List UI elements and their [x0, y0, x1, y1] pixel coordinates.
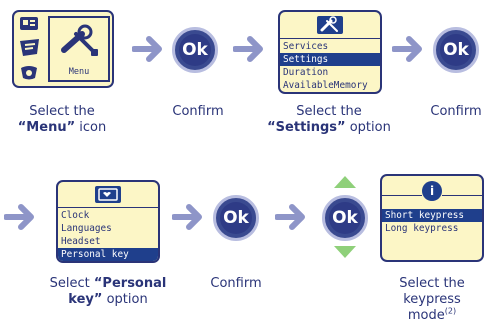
confirm-caption: Confirm	[210, 276, 262, 291]
arrow-right-icon	[275, 204, 305, 230]
step1-caption: Select the “Menu” icon	[8, 104, 116, 136]
phonebook-icon	[17, 14, 43, 34]
list-item-selected[interactable]: Short keypress	[382, 209, 482, 222]
ok-label: Ok	[329, 202, 361, 234]
caption-bold: “Menu”	[17, 120, 76, 135]
caption-mode: mode	[407, 308, 445, 323]
caption-line: mode(2)	[384, 306, 480, 324]
title-divider	[442, 195, 482, 196]
caption-pre: Select	[49, 276, 94, 291]
messages-icon	[17, 37, 43, 59]
ok-button[interactable]: Ok	[433, 27, 479, 73]
caption-rest: option	[102, 292, 148, 307]
caption-bold: “Settings”	[267, 120, 346, 135]
ok-label: Ok	[220, 202, 252, 234]
step2-caption: Select the “Settings” option	[264, 104, 394, 136]
ok-navigation-button[interactable]: Ok	[322, 195, 368, 241]
menu-icon-column	[14, 12, 48, 86]
caption-line: “Settings” option	[264, 120, 394, 136]
list-item-selected[interactable]: Personal key	[58, 248, 158, 261]
list-item[interactable]: Languages	[61, 223, 112, 234]
caption-line: Select the	[399, 276, 465, 291]
nav-up-arrow-icon[interactable]	[332, 174, 358, 190]
caption-line: Select the	[29, 104, 95, 119]
arrow-right-icon	[172, 204, 202, 230]
menu-tile: Menu	[48, 16, 110, 82]
settings-menu-screen: Clock Languages Headset Personal key	[56, 180, 160, 263]
options-list: Clock Languages Headset Personal key	[58, 209, 158, 261]
calls-icon	[17, 62, 43, 84]
caption-line: “Menu” icon	[8, 120, 116, 136]
caption-line: Select “Personal	[46, 276, 170, 292]
services-menu-screen: Services Settings Duration AvailableMemo…	[278, 10, 382, 94]
arrow-right-icon	[392, 36, 422, 62]
menu-screen: Menu	[12, 10, 114, 88]
list-item[interactable]: AvailableMemory	[283, 80, 368, 91]
list-item[interactable]: Services	[283, 41, 329, 52]
list-item-selected[interactable]: Settings	[280, 53, 380, 66]
personalize-icon	[95, 186, 121, 203]
nav-down-arrow-icon[interactable]	[332, 244, 358, 260]
caption-line: keypress	[403, 292, 461, 307]
list-item[interactable]: Clock	[61, 210, 90, 221]
title-divider	[280, 38, 380, 39]
caption-bold: “Personal	[93, 276, 167, 291]
info-icon: i	[422, 181, 442, 201]
caption-line: key” option	[46, 292, 170, 308]
footnote-ref: (2)	[444, 306, 457, 316]
list-item[interactable]: Duration	[283, 67, 329, 78]
caption-line: Select the	[296, 104, 362, 119]
options-list: Short keypress Long keypress	[382, 209, 482, 235]
keypress-mode-screen: i Short keypress Long keypress	[380, 174, 484, 262]
caption-rest: icon	[75, 120, 107, 135]
tools-icon	[58, 24, 102, 58]
confirm-caption: Confirm	[172, 104, 224, 119]
title-divider	[382, 195, 422, 196]
list-item[interactable]: Headset	[61, 236, 101, 247]
ok-label: Ok	[179, 34, 211, 66]
confirm-caption: Confirm	[430, 104, 482, 119]
menu-label: Menu	[68, 67, 90, 77]
list-item[interactable]: Long keypress	[385, 223, 459, 234]
options-list: Services Settings Duration AvailableMemo…	[280, 40, 380, 92]
title-divider	[58, 207, 158, 208]
arrow-right-icon	[233, 36, 263, 62]
step4-caption: Select the keypress mode(2)	[384, 276, 480, 324]
ok-button[interactable]: Ok	[172, 27, 218, 73]
arrow-right-icon	[132, 36, 162, 62]
caption-rest: option	[345, 120, 391, 135]
ok-button[interactable]: Ok	[213, 195, 259, 241]
ok-label: Ok	[440, 34, 472, 66]
caption-bold: key”	[68, 292, 103, 307]
arrow-right-icon	[4, 204, 34, 230]
step3-caption: Select “Personal key” option	[46, 276, 170, 308]
settings-tools-icon	[317, 16, 343, 34]
